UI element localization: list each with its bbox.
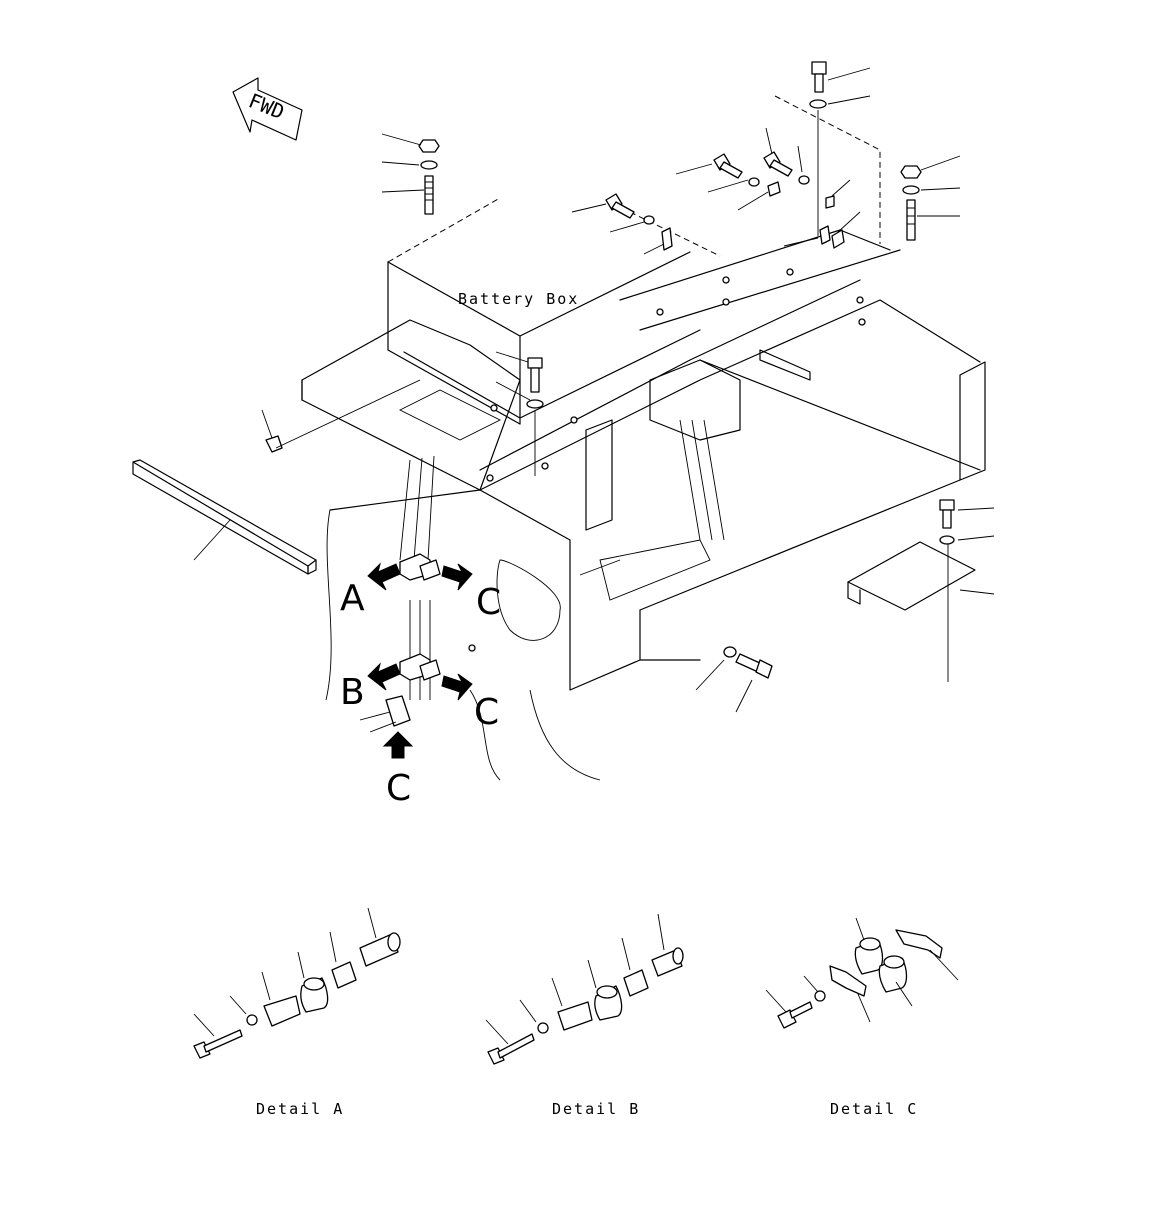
view-label-c-middle: C	[474, 692, 499, 733]
detail-b-label: Detail B	[552, 1100, 640, 1118]
fwd-label: FWD	[245, 88, 287, 124]
cover-plate	[847, 540, 976, 682]
leader-lines	[193, 67, 995, 713]
fasteners	[265, 61, 955, 679]
arrow-c-lower-icon	[382, 731, 414, 759]
frame	[301, 229, 986, 781]
arrow-a-icon	[367, 562, 401, 591]
detail-c-label: Detail C	[830, 1100, 918, 1118]
battery-box-label: Battery Box	[458, 290, 579, 308]
battery-box: Battery Box	[387, 95, 881, 425]
detail-c: Detail C	[765, 917, 959, 1118]
rail	[132, 459, 317, 575]
detail-a-label: Detail A	[256, 1100, 344, 1118]
arrow-c-middle-icon	[441, 673, 473, 701]
fwd-arrow-icon: FWD	[232, 77, 303, 141]
arrow-c-upper-icon	[441, 563, 473, 591]
arrow-b-icon	[367, 662, 401, 691]
view-label-c-upper: C	[476, 582, 501, 623]
detail-b: Detail B	[485, 913, 684, 1118]
view-label-a: A	[340, 578, 365, 619]
view-arrows	[367, 562, 473, 759]
clamp-assemblies	[359, 553, 441, 733]
view-label-c-lower: C	[386, 768, 411, 809]
view-label-b: B	[340, 672, 365, 713]
detail-a: Detail A	[193, 907, 401, 1118]
